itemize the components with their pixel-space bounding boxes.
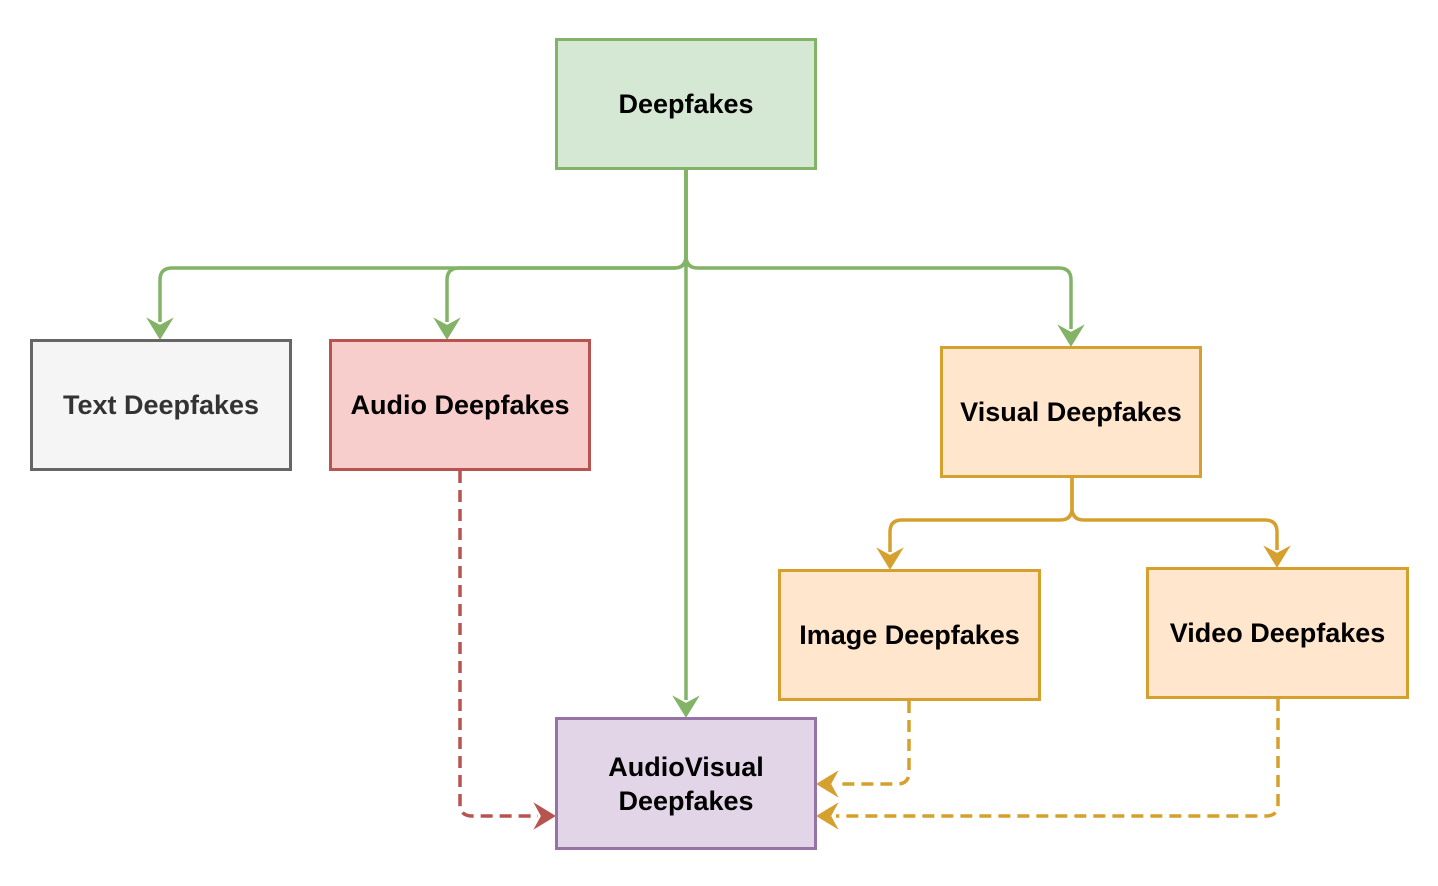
node-deepfakes-label: Deepfakes (618, 89, 754, 119)
edge-root-text (158, 170, 688, 322)
edge-root-audio (445, 170, 688, 322)
node-video-deepfakes: Video Deepfakes (1146, 567, 1409, 699)
node-audio-deepfakes-label: Audio Deepfakes (350, 390, 570, 420)
node-text-deepfakes-label: Text Deepfakes (62, 390, 260, 420)
arrowhead-root-text (146, 317, 174, 340)
node-deepfakes: Deepfakes (555, 38, 817, 170)
edge-visual-image (888, 478, 1074, 552)
arrowhead-root-visual (1057, 324, 1085, 347)
arrowhead-image-av (816, 770, 839, 798)
node-image-deepfakes-label: Image Deepfakes (799, 620, 1020, 650)
node-audio-deepfakes: Audio Deepfakes (329, 339, 591, 471)
arrowhead-video-av (816, 802, 839, 830)
arrowhead-visual-video (1263, 545, 1291, 568)
edge-video-av (836, 699, 1280, 818)
edge-audio-av (458, 471, 538, 818)
node-image-deepfakes: Image Deepfakes (778, 569, 1041, 701)
node-audiovisual-deepfakes-label: AudioVisual Deepfakes (608, 751, 764, 816)
node-visual-deepfakes: Visual Deepfakes (940, 346, 1202, 478)
arrowhead-root-av (672, 695, 700, 718)
arrowhead-root-audio (433, 317, 461, 340)
arrowhead-visual-image (876, 547, 904, 570)
node-visual-deepfakes-label: Visual Deepfakes (960, 397, 1182, 427)
node-video-deepfakes-label: Video Deepfakes (1169, 618, 1386, 648)
node-audiovisual-deepfakes: AudioVisual Deepfakes (555, 717, 817, 850)
edge-root-visual (684, 170, 1073, 329)
edge-image-av (836, 701, 911, 786)
arrowhead-audio-av (533, 802, 556, 830)
edge-visual-video (1070, 478, 1279, 550)
node-text-deepfakes: Text Deepfakes (30, 339, 292, 471)
edges-layer (146, 170, 1291, 830)
